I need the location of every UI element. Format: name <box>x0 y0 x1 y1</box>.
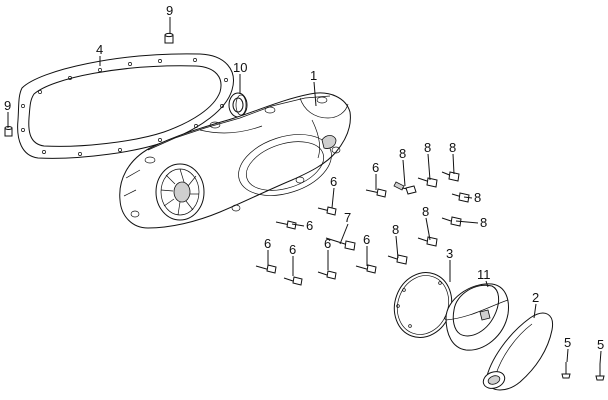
gasket-part-4 <box>17 53 234 159</box>
bolt-part-6-e <box>317 270 337 280</box>
bolt-part-8-f <box>417 236 438 247</box>
callout-2: 2 <box>532 290 539 305</box>
filter-element-part-11 <box>445 283 509 351</box>
bolt-part-8-a <box>393 181 417 195</box>
oil-seal-part-10 <box>228 92 248 118</box>
callout-4: 4 <box>96 42 103 57</box>
callout-8-e: 8 <box>480 215 487 230</box>
bolt-part-6-a <box>365 188 387 198</box>
callout-1: 1 <box>310 68 317 83</box>
crankcase-cover-part-1 <box>119 92 351 229</box>
callout-5-b: 5 <box>597 337 604 352</box>
callout-3: 3 <box>446 246 453 261</box>
dowel-pin-part-9-top <box>164 32 174 44</box>
callout-6-g: 6 <box>363 232 370 247</box>
callout-8-g: 8 <box>392 222 399 237</box>
callout-9-top: 9 <box>166 3 173 18</box>
callout-9-left: 9 <box>4 98 11 113</box>
callout-7: 7 <box>344 210 351 225</box>
bolt-part-6-f <box>255 264 277 274</box>
callout-6-d: 6 <box>264 236 271 251</box>
callout-6-b: 6 <box>330 174 337 189</box>
callout-6-f: 6 <box>324 236 331 251</box>
bolt-part-7 <box>325 237 356 251</box>
callout-8-c: 8 <box>449 140 456 155</box>
bolt-part-8-b <box>417 177 438 188</box>
bolt-part-8-g <box>387 254 408 265</box>
bolt-part-8-c <box>441 171 460 182</box>
callout-6-c: 6 <box>306 218 313 233</box>
bolt-part-6-c <box>275 220 297 230</box>
callout-6-e: 6 <box>289 242 296 257</box>
bolt-part-6-d <box>355 264 377 274</box>
filter-cover-part-2 <box>482 312 554 391</box>
callout-10: 10 <box>233 60 247 75</box>
callout-8-f: 8 <box>422 204 429 219</box>
callout-8-a: 8 <box>399 146 406 161</box>
callout-5-a: 5 <box>564 335 571 350</box>
callout-6-a: 6 <box>372 160 379 175</box>
bolts-group <box>255 171 470 286</box>
callout-8-b: 8 <box>424 140 431 155</box>
bolt-part-6-b <box>317 206 337 216</box>
screw-part-5-a <box>561 362 571 379</box>
bolt-part-6-g <box>283 276 303 286</box>
callout-8-d: 8 <box>474 190 481 205</box>
leader-lines <box>7 17 602 365</box>
callout-labels: 1 4 9 9 10 3 11 2 5 5 7 6 6 6 6 6 6 6 8 … <box>4 3 604 352</box>
screw-part-5-b <box>595 364 605 381</box>
callout-11: 11 <box>477 267 491 282</box>
